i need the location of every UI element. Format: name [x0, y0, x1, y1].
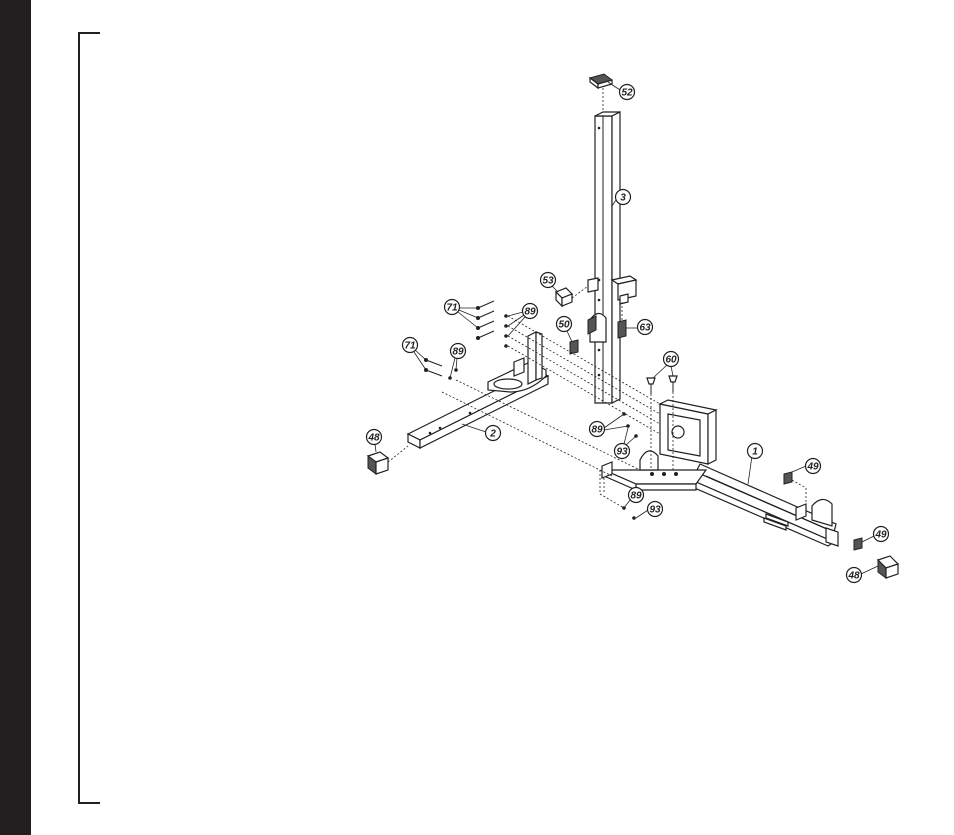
- svg-text:48: 48: [847, 571, 860, 582]
- foot-pad-48-right: [878, 556, 898, 578]
- callout-48-right: 48: [847, 566, 879, 583]
- callout-71-lower: 71: [403, 338, 427, 371]
- callout-49-upper: 49: [792, 459, 821, 474]
- upright-pulley: [588, 313, 606, 342]
- callout-89-upper: 89: [508, 304, 538, 337]
- callout-53: 53: [541, 273, 559, 293]
- callout-93-base: 93: [636, 502, 663, 519]
- svg-text:93: 93: [616, 447, 628, 458]
- callout-50: 50: [557, 317, 573, 343]
- callout-48-left: 48: [367, 430, 382, 453]
- spacer-50: [570, 340, 578, 354]
- svg-text:93: 93: [649, 505, 661, 516]
- callout-1: 1: [748, 444, 763, 485]
- upright-post: [595, 112, 620, 403]
- callout-89-base: 89: [624, 488, 644, 509]
- svg-text:3: 3: [620, 193, 626, 204]
- svg-text:48: 48: [367, 433, 380, 444]
- svg-text:50: 50: [558, 320, 570, 331]
- foot-pad-48-left: [368, 446, 408, 474]
- svg-text:1: 1: [752, 447, 758, 458]
- svg-text:89: 89: [452, 347, 464, 358]
- svg-text:89: 89: [630, 491, 642, 502]
- svg-text:71: 71: [446, 303, 458, 314]
- svg-text:49: 49: [874, 530, 887, 541]
- end-cap-52: [590, 74, 612, 112]
- guide-block-53: [556, 286, 588, 306]
- svg-text:53: 53: [542, 276, 554, 287]
- callout-49-lower: 49: [862, 527, 889, 543]
- callout-93-front: 93: [615, 428, 637, 459]
- callout-63: 63: [626, 320, 653, 335]
- rear-mount-plate: [488, 332, 546, 392]
- svg-text:71: 71: [404, 341, 416, 352]
- callout-89-lower: 89: [450, 344, 466, 379]
- callout-52: 52: [608, 82, 635, 100]
- callout-2: 2: [462, 424, 501, 441]
- callout-60: 60: [653, 352, 679, 379]
- base-frame: [602, 400, 838, 546]
- callout-89-front: 89: [590, 414, 629, 437]
- svg-text:60: 60: [665, 355, 677, 366]
- svg-text:52: 52: [621, 88, 633, 99]
- svg-text:49: 49: [806, 462, 819, 473]
- svg-text:2: 2: [489, 429, 496, 440]
- svg-text:63: 63: [639, 323, 651, 334]
- svg-text:89: 89: [591, 425, 603, 436]
- callout-71-upper: 71: [445, 300, 479, 329]
- svg-text:89: 89: [524, 307, 536, 318]
